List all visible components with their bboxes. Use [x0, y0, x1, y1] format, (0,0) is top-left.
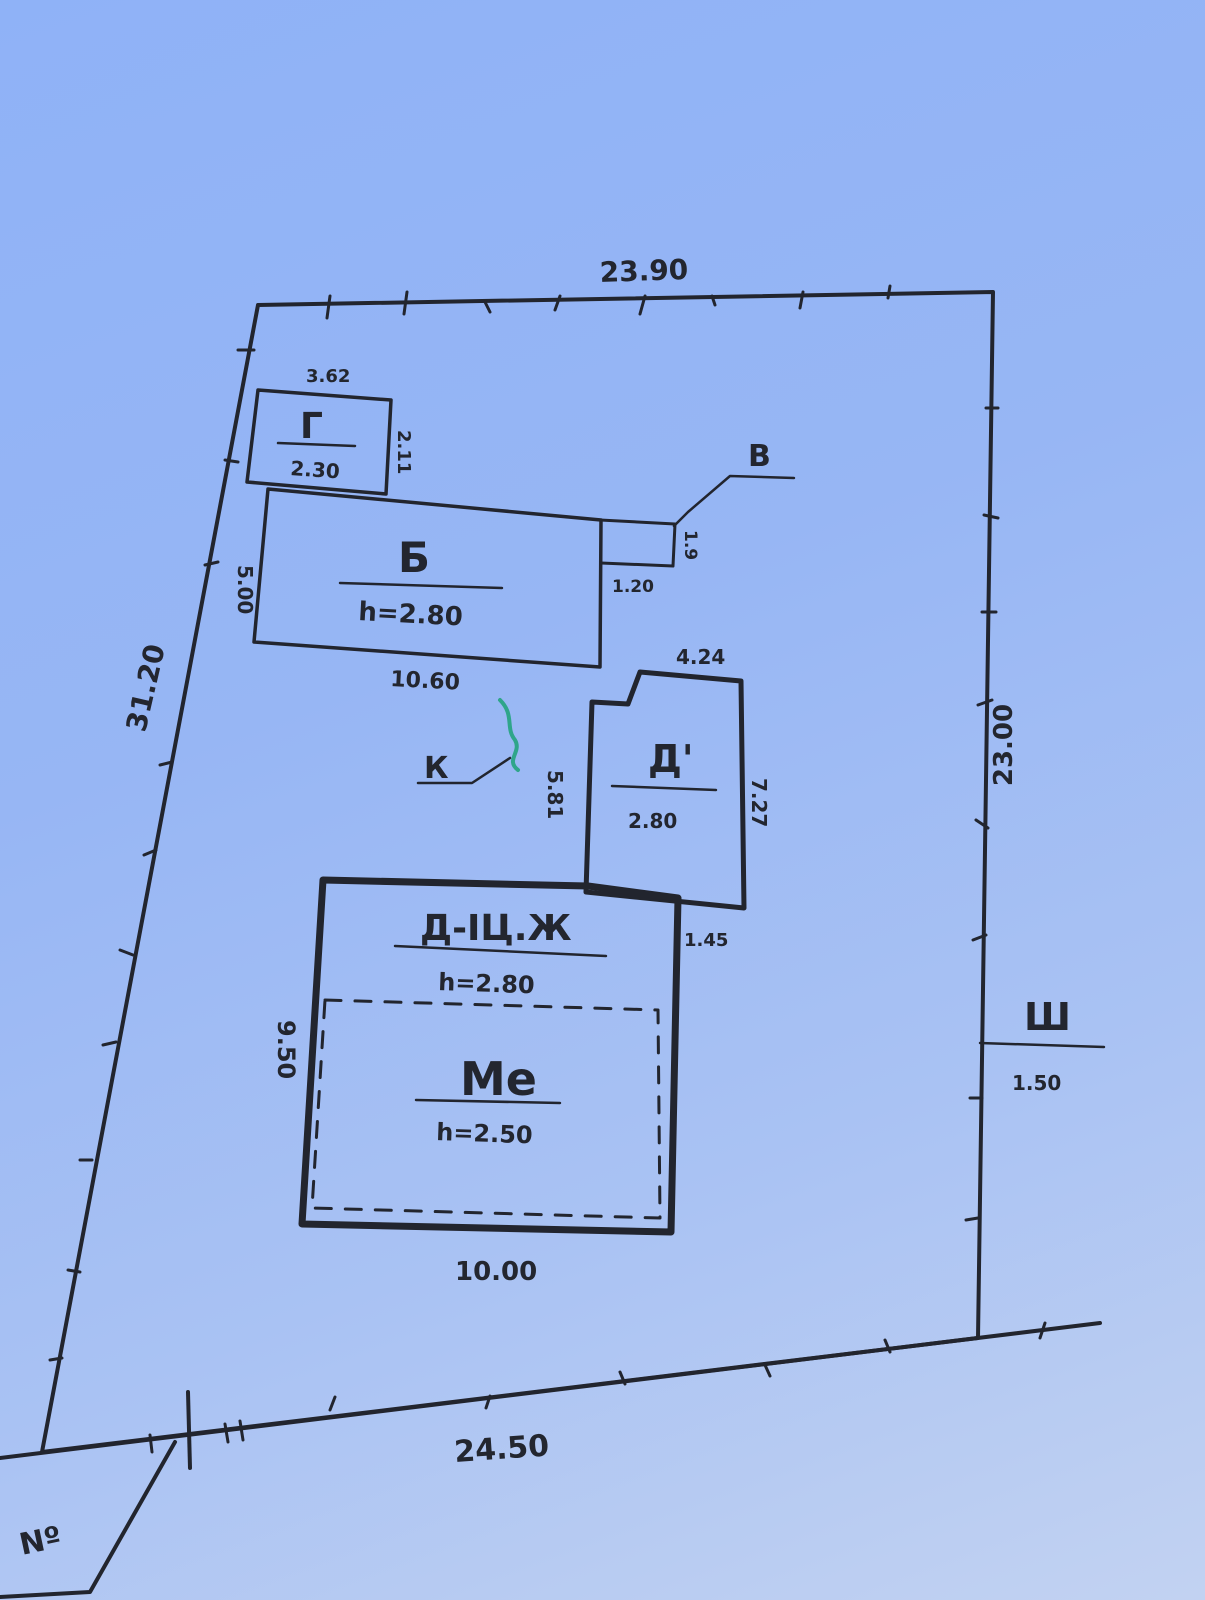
cellar-height: h=2.50: [436, 1118, 533, 1149]
top-length-label: 23.90: [599, 253, 689, 289]
main-house-width: 10.00: [455, 1257, 537, 1287]
building-b-depth: 5.00: [233, 565, 257, 614]
building-d1-left: 5.81: [543, 770, 567, 819]
plot-boundary: [0, 284, 1102, 1599]
building-b-height: h=2.80: [358, 597, 464, 632]
annex-v-name: В: [748, 439, 771, 474]
annex-v-width: 1.20: [612, 577, 654, 597]
corner-wedge: [0, 1440, 177, 1599]
building-d1-name: Д': [648, 737, 693, 781]
building-g-depth: 2.11: [393, 430, 414, 474]
gate-marker: К: [416, 698, 520, 786]
main-house-height: h=2.80: [438, 968, 535, 999]
main-house-name: Д-ІЦ.Ж: [420, 908, 572, 949]
main-house-side: 1.45: [684, 930, 728, 951]
left-length-label: 31.20: [120, 641, 172, 735]
annex-v-depth: 1.9: [680, 530, 700, 560]
cellar-name: Ме: [460, 1052, 537, 1106]
building-g-height: 2.30: [290, 456, 341, 483]
building-g: Г 2.30 3.62 2.11: [245, 366, 414, 496]
green-mark: [498, 698, 520, 772]
main-house: Д-ІЦ.Ж h=2.80 10.00 9.50 1.45: [272, 876, 728, 1287]
corner-label: Nº: [16, 1520, 64, 1563]
building-d1-height: 2.80: [628, 809, 677, 833]
bottom-length-label: 24.50: [453, 1428, 550, 1470]
cellar: Ме h=2.50: [414, 1052, 562, 1149]
gate-label: К: [424, 751, 449, 786]
building-d1: Д' 2.80 4.24 5.81 7.27: [543, 645, 771, 911]
building-d1-top: 4.24: [676, 645, 725, 669]
right-marker: Ш 1.50: [978, 995, 1106, 1095]
fence-ticks: [48, 284, 1047, 1454]
building-g-name: Г: [300, 406, 323, 447]
main-house-depth: 9.50: [272, 1020, 300, 1079]
building-b: Б h=2.80 10.60 5.00: [233, 487, 603, 696]
right-marker-name: Ш: [1024, 995, 1071, 1039]
building-b-width: 10.60: [390, 667, 461, 696]
building-g-width: 3.62: [306, 366, 350, 387]
right-length-label: 23.00: [989, 704, 1019, 786]
building-d1-right: 7.27: [747, 778, 771, 827]
building-b-name: Б: [398, 533, 430, 582]
gate-post: [186, 1390, 192, 1470]
right-marker-value: 1.50: [1012, 1071, 1061, 1095]
annex-v: В 1.20 1.9: [598, 439, 796, 597]
